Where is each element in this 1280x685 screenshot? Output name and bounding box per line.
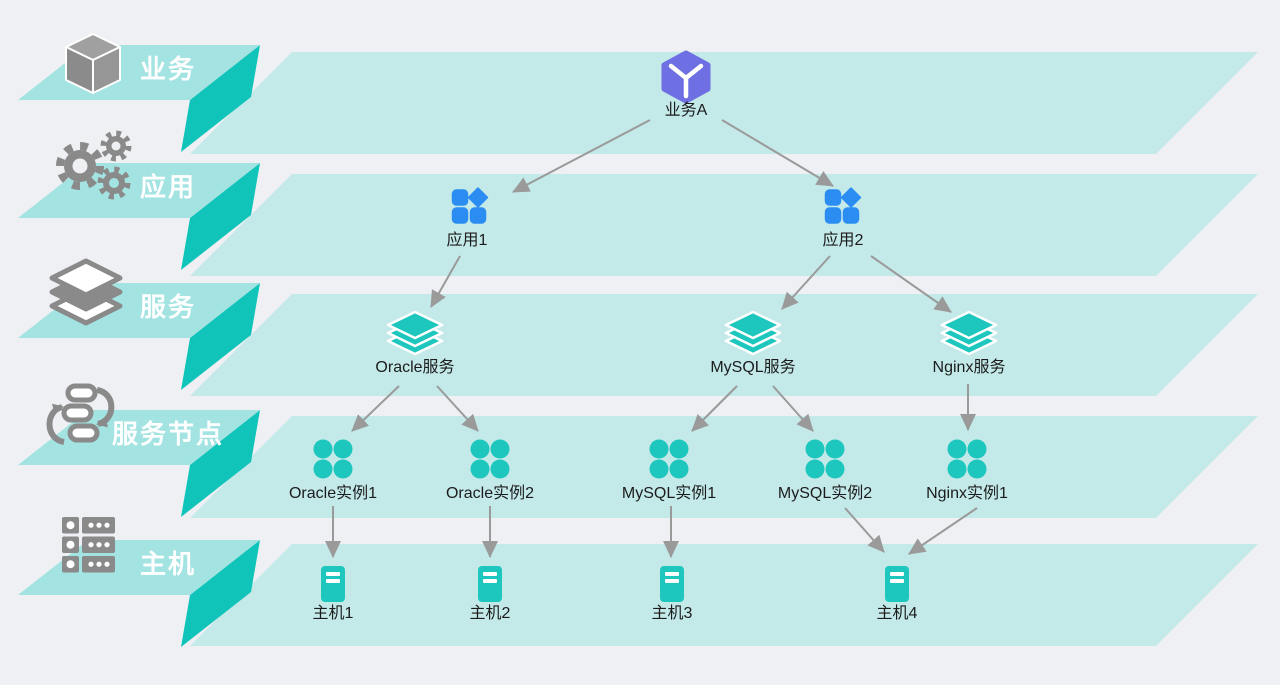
ribbon-fold-host	[181, 540, 260, 647]
node-label: Oracle实例2	[446, 484, 534, 502]
node-label: Nginx服务	[933, 358, 1006, 376]
ribbon-fold-application	[181, 163, 260, 270]
arrow-app-2-to-mysql-service	[781, 255, 831, 310]
node-nginx-service: Nginx服务	[933, 310, 1006, 376]
tab-label-business: 业务	[140, 54, 196, 84]
node-nginx-instance-1: Nginx实例1	[926, 439, 1008, 502]
app-grid-icon	[824, 187, 862, 224]
clover-icon	[470, 439, 510, 479]
ribbon-fold-business	[181, 45, 260, 152]
clover-icon	[947, 439, 987, 479]
host-tower-icon	[660, 566, 684, 602]
arrow-app-1-to-oracle-service	[430, 255, 461, 308]
stack-icon	[386, 310, 444, 356]
clover-icon	[649, 439, 689, 479]
arrow-app-2-to-nginx-service	[870, 255, 952, 313]
node-label: Nginx实例1	[926, 484, 1008, 502]
node-label: Oracle实例1	[289, 484, 377, 502]
clover-icon	[805, 439, 845, 479]
stack-icon	[724, 310, 782, 356]
node-label: 主机3	[652, 604, 693, 622]
tab-label-application: 应用	[140, 172, 196, 202]
node-host-4: 主机4	[877, 566, 918, 622]
node-host-2: 主机2	[470, 566, 511, 622]
node-oracle-instance-2: Oracle实例2	[446, 439, 534, 502]
node-app-2: 应用2	[823, 187, 864, 249]
arrow-nginx-instance-1-to-host-4	[908, 507, 978, 555]
arrow-mysql-service-to-instance-1	[691, 385, 738, 432]
gears-icon	[56, 130, 132, 200]
host-tower-icon	[885, 566, 909, 602]
arrow-mysql-service-to-instance-2	[772, 385, 814, 432]
layers-icon	[49, 258, 123, 326]
tab-label-service: 服务	[140, 292, 196, 322]
node-label: 业务A	[665, 101, 708, 119]
cube-icon	[65, 33, 121, 94]
node-label: MySQL实例1	[622, 484, 716, 502]
node-label: 应用2	[823, 230, 864, 249]
node-oracle-instance-1: Oracle实例1	[289, 439, 377, 502]
node-label: Oracle服务	[375, 358, 454, 376]
node-oracle-service: Oracle服务	[375, 310, 455, 376]
app-grid-icon	[451, 187, 489, 224]
tab-label-host: 主机	[140, 549, 196, 579]
arrow-oracle-service-to-instance-1	[351, 385, 400, 432]
server-rack-icon	[62, 517, 115, 573]
node-label: 应用1	[447, 230, 488, 249]
node-business-a: 业务A	[661, 50, 711, 119]
arrow-oracle-service-to-instance-2	[436, 385, 479, 432]
node-app-1: 应用1	[447, 187, 489, 249]
node-mysql-service: MySQL服务	[710, 310, 796, 376]
stack-icon	[940, 310, 998, 356]
host-tower-icon	[321, 566, 345, 602]
band-service-node	[190, 416, 1258, 518]
node-host-3: 主机3	[652, 566, 693, 622]
tab-label-service-node: 服务节点	[112, 419, 224, 449]
node-mysql-instance-1: MySQL实例1	[622, 439, 716, 502]
band-business	[190, 52, 1258, 154]
arrow-mysql-instance-2-to-host-4	[844, 507, 885, 553]
node-label: 主机2	[470, 604, 511, 622]
band-application	[190, 174, 1258, 276]
arrow-business-a-to-app-2	[721, 119, 834, 187]
arrow-business-a-to-app-1	[512, 119, 651, 193]
host-tower-icon	[478, 566, 502, 602]
clover-icon	[313, 439, 353, 479]
node-label: MySQL服务	[710, 358, 795, 376]
edges	[325, 119, 978, 558]
node-mysql-instance-2: MySQL实例2	[778, 439, 872, 502]
node-label: 主机1	[313, 604, 354, 622]
ribbon-fold-service-node	[181, 410, 260, 517]
layer-bands	[190, 52, 1258, 646]
tab-host	[18, 540, 260, 595]
node-label: MySQL实例2	[778, 484, 872, 502]
node-host-1: 主机1	[313, 566, 354, 622]
node-label: 主机4	[877, 604, 918, 622]
ribbon-fold-service	[181, 283, 260, 390]
band-service	[190, 294, 1258, 396]
flow-nodes-icon	[46, 383, 115, 445]
band-host	[190, 544, 1258, 646]
